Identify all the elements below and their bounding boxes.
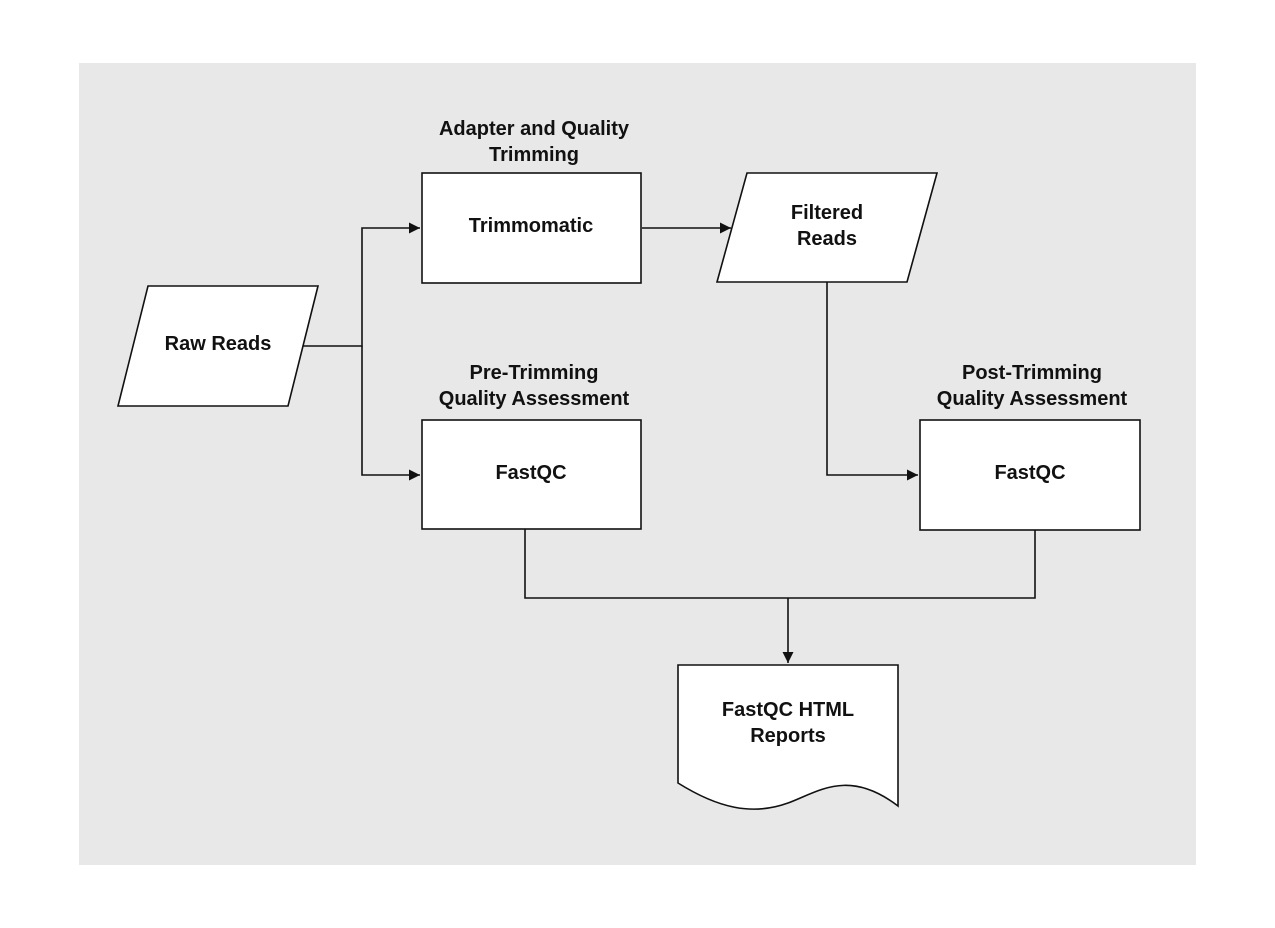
- fastqc-post-caption-line-1: Post-Trimming: [962, 362, 1102, 384]
- fastqc-pre-caption-line-2: Quality Assessment: [439, 388, 630, 410]
- raw-reads-label: Raw Reads: [165, 333, 272, 355]
- filtered-reads-node: [715, 172, 939, 283]
- fastqc-post-node: [919, 419, 1141, 531]
- fastqc-pre-caption-line-1: Pre-Trimming: [470, 362, 599, 384]
- reports-label-line-2: Reports: [750, 725, 826, 747]
- fastqc-pre-node: [421, 419, 642, 530]
- filtered-reads-label-line-2: Reads: [797, 228, 857, 250]
- trimmomatic-node: [421, 172, 642, 284]
- fastqc-post-caption-line-2: Quality Assessment: [937, 388, 1128, 410]
- edge-raw-reads-to-fastqc-pre: [361, 346, 420, 481]
- trimmomatic-caption-line-2: Trimming: [489, 144, 579, 166]
- edge-raw-reads-to-trimmomatic: [303, 222, 420, 347]
- edge-fastqc-pre-to-reports: [524, 529, 1036, 599]
- trimmomatic-caption-line-1: Adapter and Quality: [439, 118, 630, 140]
- fastqc-pre-label: FastQC: [495, 462, 566, 484]
- filtered-reads-label-line-1: Filtered: [791, 202, 863, 224]
- raw-reads-node: [116, 285, 320, 407]
- trimmomatic-label: Trimmomatic: [469, 215, 593, 237]
- reports-label-line-1: FastQC HTML: [722, 699, 854, 721]
- reports-node: [677, 664, 899, 810]
- fastqc-post-label: FastQC: [994, 462, 1065, 484]
- edge-filtered-reads-to-fastqc-post: [826, 282, 918, 481]
